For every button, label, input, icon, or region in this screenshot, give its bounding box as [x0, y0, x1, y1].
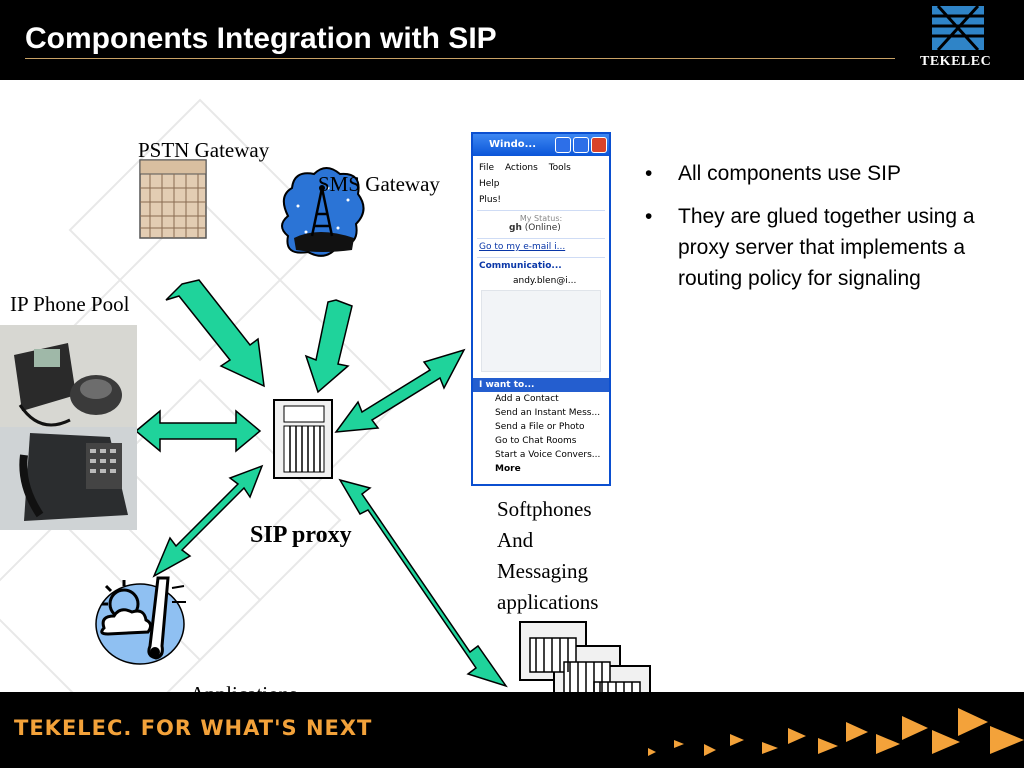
messenger-titlebar: Windo... — [473, 134, 609, 156]
contact-group: Communicatio... — [477, 257, 605, 274]
user-name: gh — [509, 223, 522, 233]
tekelec-logo-icon — [932, 6, 984, 52]
status-caption: My Status: — [519, 214, 563, 223]
want-to-bar: I want to... — [473, 378, 609, 392]
action-add-contact: Add a Contact — [495, 394, 559, 404]
bullet-marker: • — [645, 205, 653, 228]
title-underline — [25, 58, 895, 59]
action-send-file: Send a File or Photo — [495, 422, 585, 432]
messenger-status-section: My Status: gh (Online) — [477, 210, 605, 236]
bullet-list: • All components use SIP • They are glued … — [645, 158, 975, 306]
bullet-text: They are glued together using a proxy se… — [678, 205, 975, 290]
menu-file: File — [479, 163, 495, 173]
softphones-label: Softphones And Messaging applications — [497, 494, 598, 618]
sip-proxy-label: SIP proxy — [250, 522, 352, 548]
footer-tagline: TEKELEC. FOR WHAT'S NEXT — [14, 716, 373, 740]
action-chat-rooms: Go to Chat Rooms — [495, 436, 577, 446]
arrow-proxy-softphone — [334, 348, 466, 433]
softphones-line: Softphones — [497, 497, 592, 521]
arrow-phone-proxy — [134, 409, 262, 453]
arrow-pstn-proxy — [165, 279, 265, 388]
user-status: (Online) — [524, 223, 561, 233]
email-link: Go to my e-mail i... — [477, 238, 605, 255]
bullet-marker: • — [645, 162, 653, 185]
logo-wordmark: TEKELEC — [920, 54, 992, 69]
action-voice: Start a Voice Convers... — [495, 450, 601, 460]
messenger-window: Windo... File Actions Tools Help Plus! M… — [471, 132, 611, 486]
minimize-icon — [555, 137, 571, 153]
messenger-menu: File Actions Tools Help Plus! — [473, 156, 609, 208]
ip-phone-pool-label: IP Phone Pool — [10, 292, 130, 316]
pstn-gateway-icon — [139, 159, 207, 239]
softphones-line: Messaging — [497, 559, 588, 583]
action-send-message: Send an Instant Mess... — [495, 408, 601, 418]
pstn-gateway-label: PSTN Gateway — [138, 138, 270, 162]
sms-tower-icon — [281, 167, 365, 257]
sip-proxy-server-icon — [273, 399, 333, 479]
slide-header: Components Integration with SIP TEKELEC — [0, 0, 1024, 80]
messenger-title: Windo... — [489, 139, 537, 150]
action-more: More — [495, 464, 521, 474]
arrow-proxy-applications — [152, 464, 264, 578]
menu-plus: Plus! — [479, 195, 501, 205]
close-icon — [591, 137, 607, 153]
menu-help: Help — [479, 179, 500, 189]
bullet-item: • They are glued together using a proxy s… — [645, 201, 975, 294]
slide-footer: TEKELEC. FOR WHAT'S NEXT — [0, 692, 1024, 768]
weather-thermometer-icon — [95, 576, 186, 665]
slide-title: Components Integration with SIP — [25, 22, 497, 55]
menu-actions: Actions — [504, 163, 538, 173]
ip-phone-photos — [0, 325, 137, 530]
bullet-item: • All components use SIP — [645, 158, 975, 189]
footer-arrows-icon — [648, 708, 1024, 756]
contact-photos — [481, 290, 601, 372]
contact-entry: andy.blen@i... — [513, 276, 577, 286]
maximize-icon — [573, 137, 589, 153]
bullet-text: All components use SIP — [678, 162, 901, 185]
arrow-proxy-servers — [338, 478, 508, 688]
sms-gateway-label: SMS Gateway — [318, 172, 440, 196]
softphones-line: applications — [497, 590, 599, 614]
menu-tools: Tools — [548, 163, 571, 173]
arrow-sms-proxy — [304, 299, 353, 394]
softphones-line: And — [497, 528, 534, 552]
